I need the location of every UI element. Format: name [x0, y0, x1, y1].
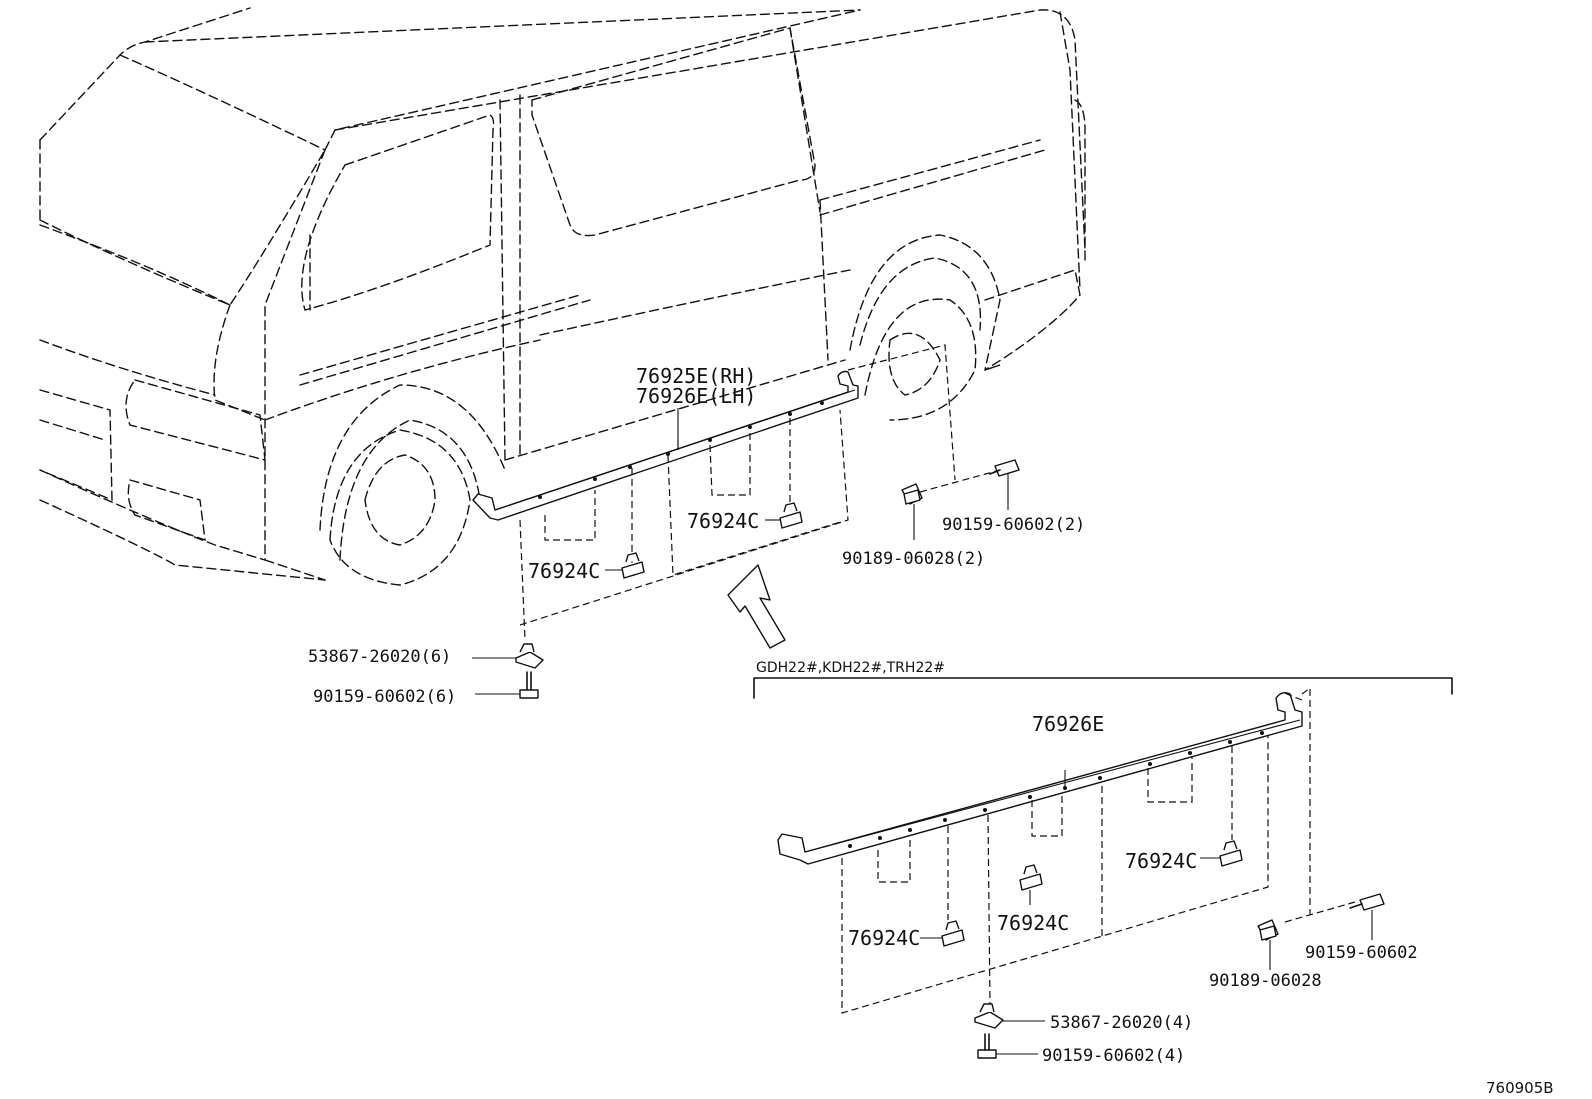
label-screw-var: 90159-60602 [1305, 943, 1418, 963]
clip-76924c-icon [605, 552, 645, 579]
label-nut-upper: 90189-06028(2) [842, 549, 985, 569]
screw-90159-icon [1349, 893, 1385, 940]
label-variant-models: GDH22#,KDH22#,TRH22# [756, 660, 945, 676]
label-moulding-variant: 76926E [1032, 712, 1104, 736]
label-clip-var-left: 76924C [848, 926, 920, 950]
label-moulding-lh: 76926E(LH) [636, 384, 756, 408]
clip-76924c-icon [1200, 840, 1243, 867]
variant-fasteners [920, 840, 1385, 1059]
label-screw-var-bottom: 90159-60602(4) [1042, 1046, 1185, 1066]
upper-fasteners [472, 459, 1020, 699]
nut-90189-icon [1257, 919, 1279, 970]
view-arrow-icon [727, 564, 786, 649]
clip-76924c-icon [765, 502, 803, 529]
label-clip-upper-left: 76924C [528, 559, 600, 583]
label-screw-upper: 90159-60602(2) [942, 515, 1085, 535]
label-retainer-upper: 53867-26020(6) [308, 647, 451, 667]
label-clip-var-right: 76924C [1125, 849, 1197, 873]
variant-bracket [753, 677, 1453, 699]
label-screw-lower-left: 90159-60602(6) [313, 687, 456, 707]
variant-guide-lines [841, 686, 1356, 1014]
label-clip-upper-right: 76924C [687, 509, 759, 533]
nut-90189-icon [901, 483, 923, 540]
label-clip-var-mid: 76924C [997, 911, 1069, 935]
part-labels: 76925E(RH) 76926E(LH) 76924C 76924C 9015… [308, 364, 1554, 1097]
label-moulding-rh: 76925E(RH) [636, 364, 756, 388]
label-retainer-var: 53867-26020(4) [1050, 1013, 1193, 1033]
upper-guide-lines [519, 344, 1001, 641]
side-moulding-upper [472, 370, 859, 521]
retainer-53867-icon [974, 1003, 1045, 1029]
screw-90159-icon [475, 671, 539, 699]
retainer-53867-icon [472, 643, 544, 669]
clip-76924c-icon [920, 920, 965, 947]
label-nut-var: 90189-06028 [1209, 971, 1322, 991]
side-moulding-variant [777, 691, 1303, 865]
diagram-id: 760905B [1486, 1079, 1554, 1097]
screw-90159-icon [989, 459, 1020, 510]
clip-76924c-icon [1019, 864, 1043, 905]
van-body-outline [39, 7, 1086, 586]
screw-90159-icon [977, 1033, 1038, 1059]
